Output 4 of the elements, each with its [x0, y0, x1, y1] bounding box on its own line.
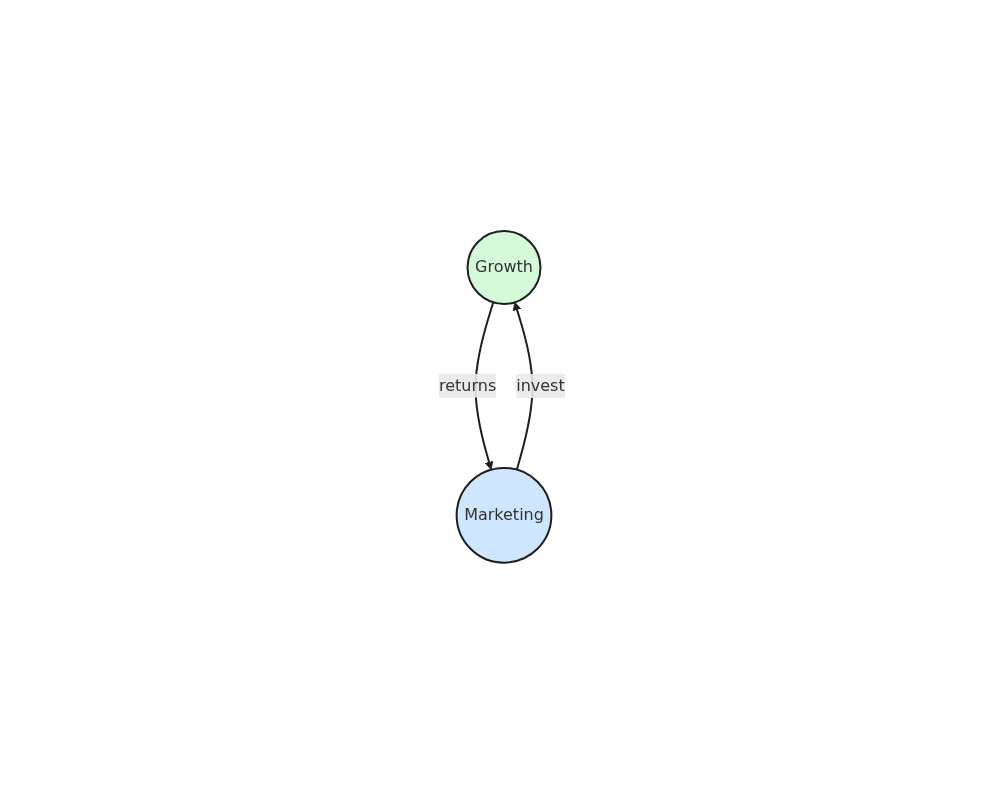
node-circle: Growth: [466, 230, 542, 306]
edge-label: invest: [516, 376, 565, 396]
edge-label: returns: [439, 375, 497, 395]
node-circle: Marketing: [455, 467, 553, 564]
